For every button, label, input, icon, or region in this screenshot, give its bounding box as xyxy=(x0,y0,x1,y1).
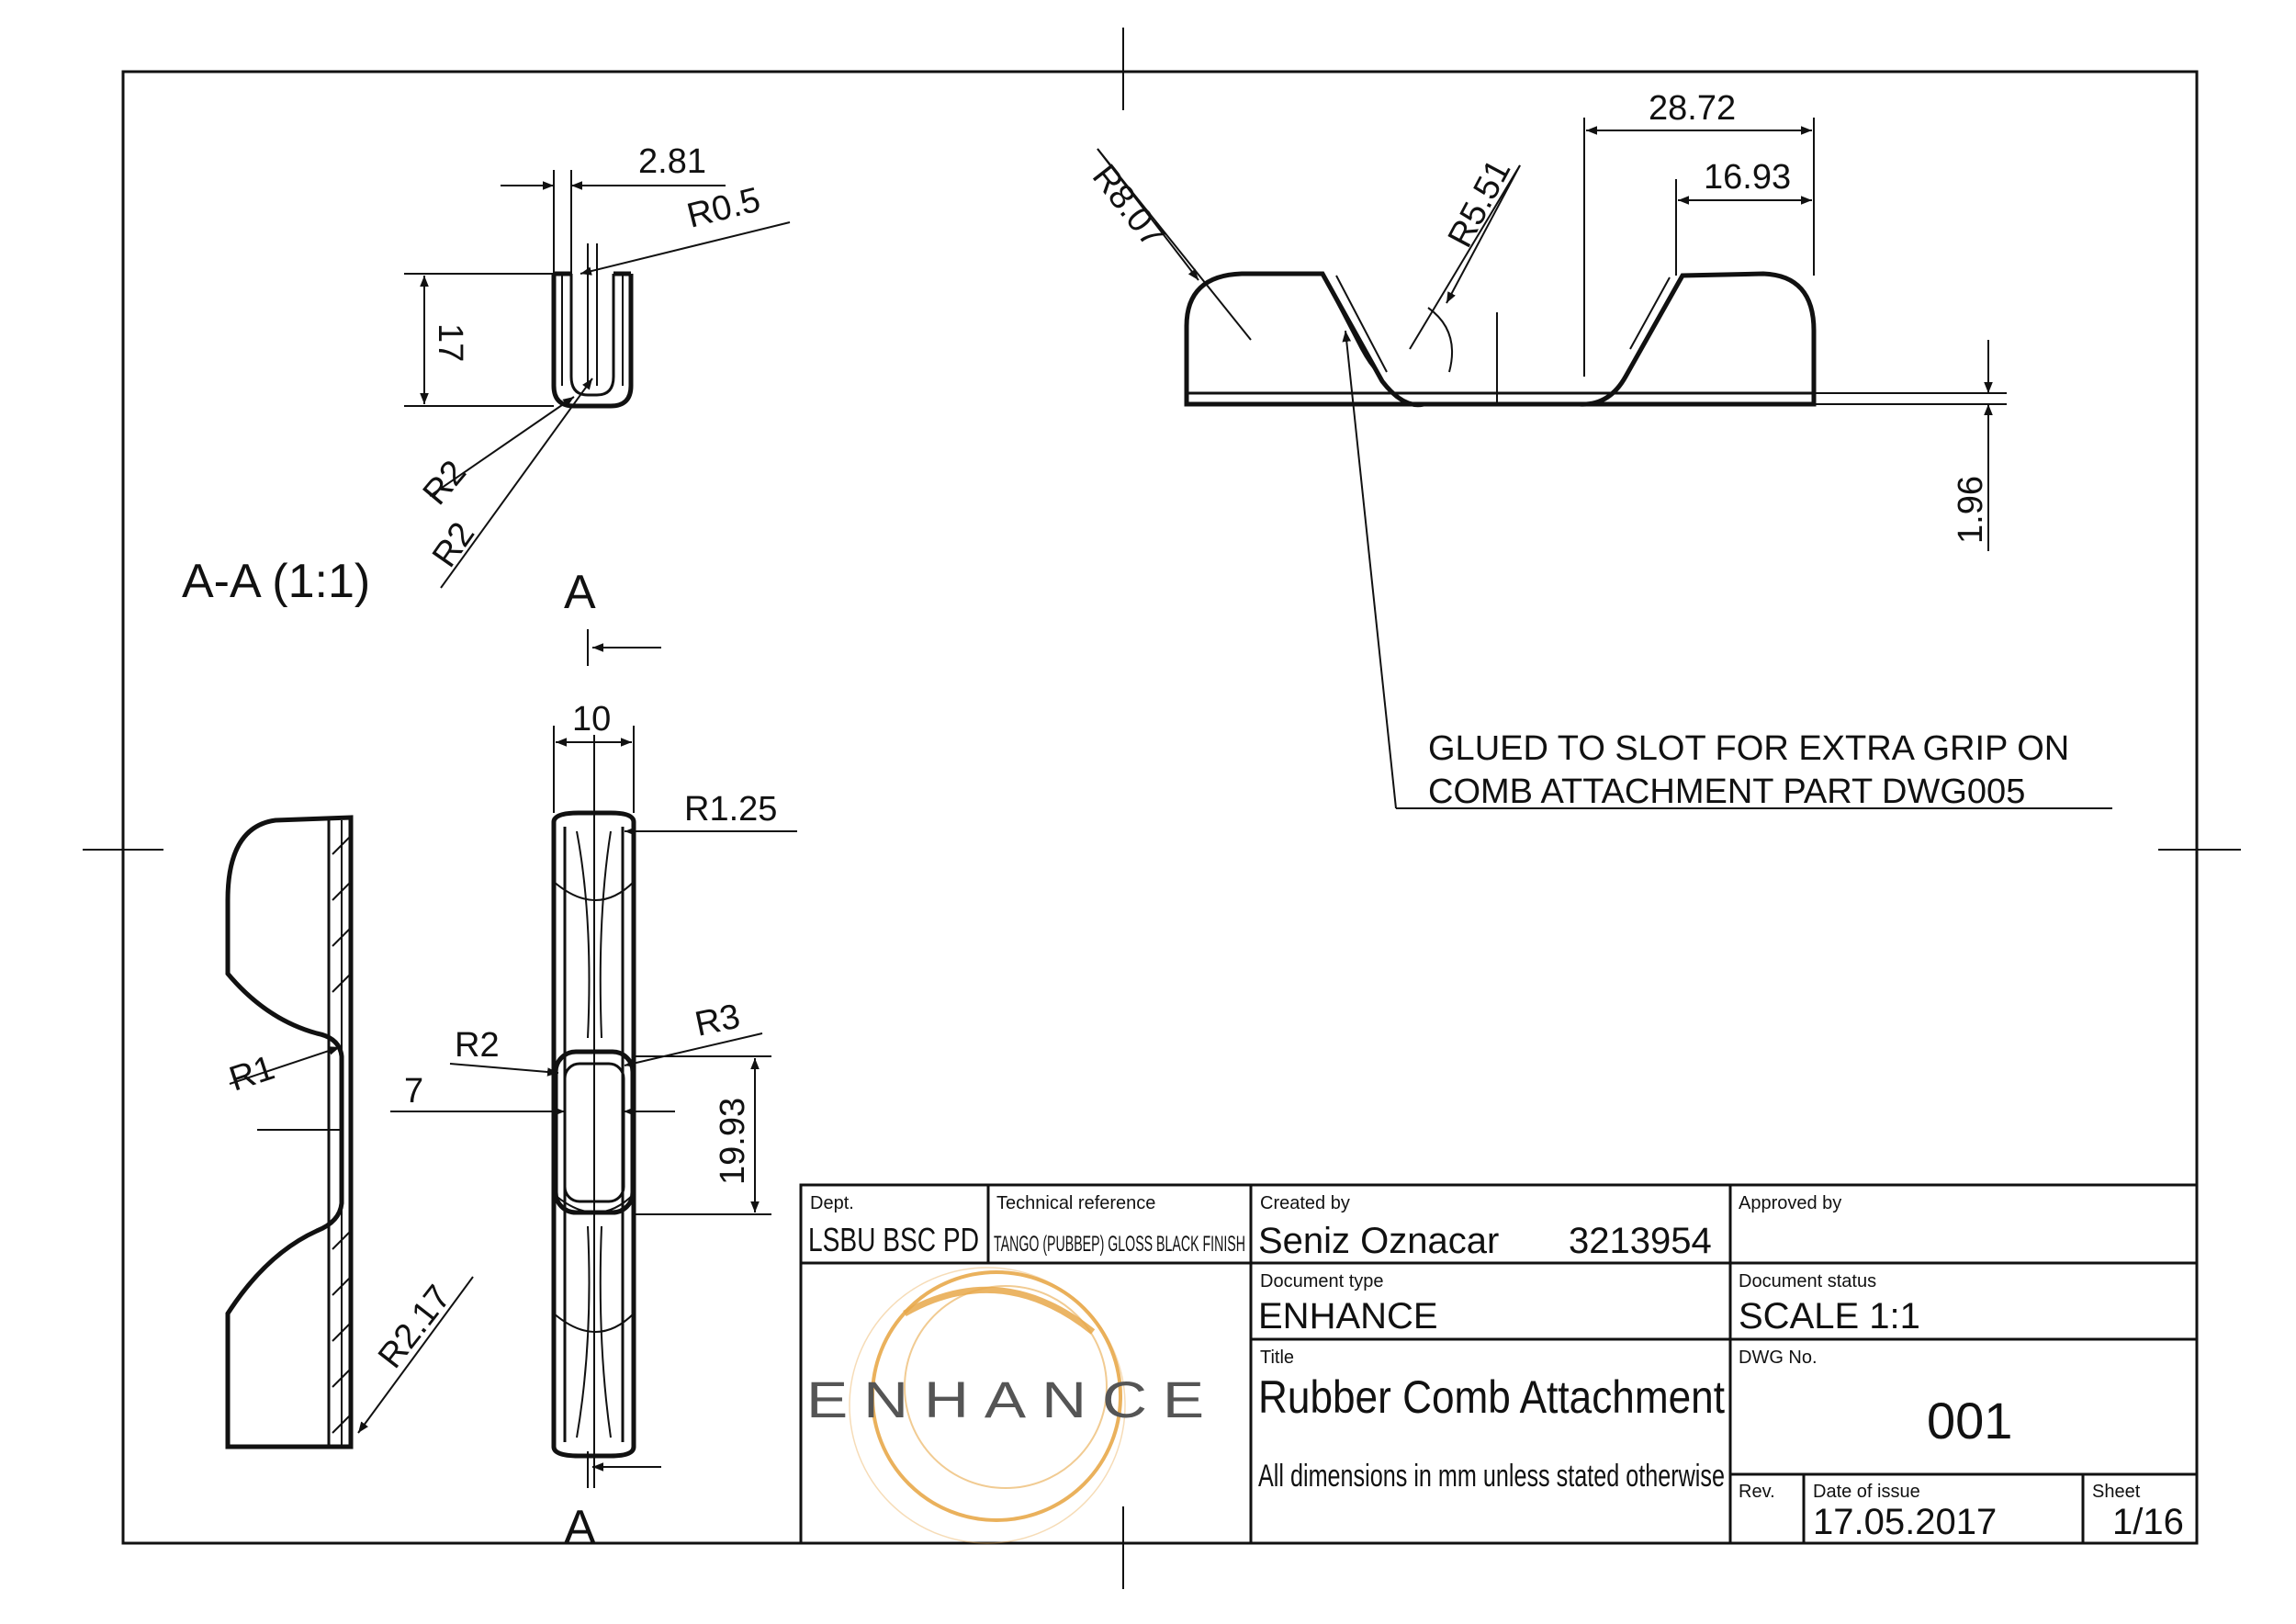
hatch-lines xyxy=(332,835,352,1434)
section-letter-top: A xyxy=(564,566,596,619)
dim-r8-07: R8.07 xyxy=(1085,158,1173,255)
tb-title-label: Title xyxy=(1260,1348,1294,1368)
tb-created-label: Created by xyxy=(1260,1193,1350,1213)
tb-sheet-label: Sheet xyxy=(2092,1482,2141,1502)
side-profile-view xyxy=(225,815,474,1449)
dim-19-93: 19.93 xyxy=(714,1098,752,1185)
tb-date-value: 17.05.2017 xyxy=(1813,1502,1997,1542)
tb-sheet-value: 1/16 xyxy=(2112,1502,2184,1542)
dim-r5-51: R5.51 xyxy=(1441,153,1519,254)
tb-doctype-label: Document type xyxy=(1260,1271,1384,1291)
tb-techref-label: Technical reference xyxy=(996,1193,1155,1213)
tb-dwg-value: 001 xyxy=(1927,1392,2012,1449)
note-line-1: GLUED TO SLOT FOR EXTRA GRIP ON xyxy=(1428,729,2069,768)
enhance-logo-text: ENHANCE xyxy=(806,1370,1220,1428)
tb-doctype-value: ENHANCE xyxy=(1258,1296,1438,1336)
dim-r0-5: R0.5 xyxy=(683,181,764,236)
dim-r3: R3 xyxy=(692,998,743,1044)
dim-r2-a: R2 xyxy=(416,454,474,513)
side-view xyxy=(1097,118,2112,809)
dim-r1-25: R1.25 xyxy=(684,790,777,829)
tb-docstatus-value: SCALE 1:1 xyxy=(1739,1296,1920,1336)
enhance-logo-rings xyxy=(849,1267,1126,1544)
dim-16-93: 16.93 xyxy=(1704,158,1791,197)
dim-2-81: 2.81 xyxy=(638,142,706,181)
dim-r2-17: R2.17 xyxy=(371,1279,459,1376)
centering-marks xyxy=(83,28,2241,1589)
tb-rev-label: Rev. xyxy=(1739,1482,1775,1502)
dim-r1: R1 xyxy=(225,1049,279,1100)
dim-7: 7 xyxy=(404,1072,423,1111)
dim-r2-b: R2 xyxy=(425,515,482,574)
tb-dwg-label: DWG No. xyxy=(1739,1348,1818,1368)
section-view-aa xyxy=(404,170,791,589)
dim-10: 10 xyxy=(572,700,611,739)
dim-17: 17 xyxy=(431,323,469,362)
tb-dept-value: LSBU BSC PD xyxy=(808,1221,979,1258)
tb-techref-value: TANGO (PUBBEP) GLOSS BLACK FINISH xyxy=(994,1232,1245,1257)
title-block-grid xyxy=(799,1183,2199,1545)
dim-r2-c: R2 xyxy=(455,1026,500,1065)
tb-created-id: 3213954 xyxy=(1569,1221,1712,1261)
dim-28-72: 28.72 xyxy=(1649,89,1736,128)
tb-title-sub: All dimensions in mm unless stated other… xyxy=(1258,1459,1725,1494)
tb-dept-label: Dept. xyxy=(810,1193,854,1213)
tb-approved-label: Approved by xyxy=(1739,1193,1841,1213)
tb-title-value: Rubber Comb Attachment xyxy=(1258,1371,1725,1423)
front-view xyxy=(390,629,797,1488)
dim-1-96: 1.96 xyxy=(1952,476,1990,544)
tb-docstatus-label: Document status xyxy=(1739,1271,1876,1291)
section-label: A-A (1:1) xyxy=(182,555,370,608)
section-letter-bottom: A xyxy=(564,1501,596,1554)
tb-date-label: Date of issue xyxy=(1813,1482,1920,1502)
note-line-2: COMB ATTACHMENT PART DWG005 xyxy=(1428,773,2025,811)
tb-created-name: Seniz Oznacar xyxy=(1258,1221,1499,1261)
